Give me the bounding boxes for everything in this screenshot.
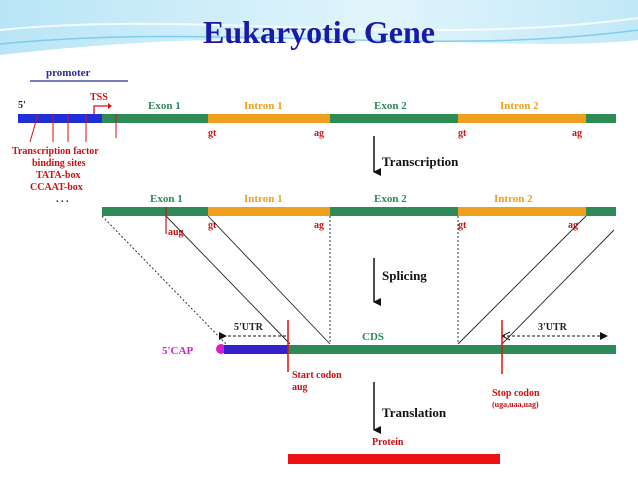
cap-dot [216,344,226,354]
pre-gt2-label: gt [458,220,467,231]
gene-intron2-label: Intron 2 [500,100,539,112]
transcription-label: Transcription [382,154,459,169]
promoter-note-1: Transcription factor [12,146,99,157]
gene-intron2-segment [458,114,586,123]
pre-ag1-label: ag [314,220,324,231]
tss-arrow [93,105,108,116]
splice-guide-6 [457,215,587,345]
protein-bar [288,454,500,464]
pre-intron2-label: Intron 2 [494,193,533,205]
gene-exon3-segment [586,114,616,123]
pre-exon2-label: Exon 2 [374,193,407,205]
start-codon-seq: aug [292,382,308,393]
gene-exon1-label: Exon 1 [148,100,181,112]
promoter-note-4: CCAAT-box [30,182,83,193]
tss-arrowhead [108,103,112,109]
start-codon-label: Start codon [292,370,342,381]
pre-exon3-segment [586,207,616,216]
five-prime-label: 5' [18,100,26,111]
translation-label: Translation [382,405,447,420]
tf-tick-1 [29,113,39,143]
stop-codon-seqs: (uga,uaa,uag) [492,400,539,409]
splice-guide-3 [207,215,331,345]
cap-label: 5'CAP [162,345,193,357]
promoter-segment [18,114,102,123]
gene-diagram: promoter 5' TSS Exon 1 Intron 1 Exon 2 I… [8,62,630,472]
splice-guide-7 [501,229,615,345]
pre-exon2-segment [330,207,458,216]
pre-aug-label: aug [168,227,184,238]
gene-gt2-label: gt [458,128,467,139]
pre-exon1-label: Exon 1 [150,193,183,205]
pre-intron2-segment [458,207,586,216]
tss-label: TSS [90,92,108,103]
background-swoosh [0,0,638,55]
gene-intron1-segment [208,114,330,123]
gene-ag2-label: ag [572,128,582,139]
promoter-note-2: binding sites [32,158,86,169]
splice-guide-2 [165,215,291,345]
promoter-note-3: TATA-box [36,170,80,181]
gene-intron1-label: Intron 1 [244,100,283,112]
gene-diagram-svg: promoter 5' TSS Exon 1 Intron 1 Exon 2 I… [12,67,616,464]
gene-gt1-label: gt [208,128,217,139]
pre-intron1-label: Intron 1 [244,193,283,205]
gene-ag1-label: ag [314,128,324,139]
stop-codon-label: Stop codon [492,388,540,399]
utr3-arrowhead-right [600,332,608,340]
splice-guide-1 [101,215,227,345]
cds-segment [288,345,616,354]
cds-label: CDS [362,331,384,343]
pre-intron1-segment [208,207,330,216]
promoter-note-5: . . . [56,194,69,205]
gene-exon2-label: Exon 2 [374,100,407,112]
promoter-label: promoter [46,67,91,79]
gene-exon2-segment [330,114,458,123]
utr5-label: 5'UTR [234,322,264,333]
utr5-segment [224,345,288,354]
utr3-label: 3'UTR [538,322,568,333]
pre-ag2-label: ag [568,220,578,231]
protein-label: Protein [372,437,404,448]
pre-exon1-segment [102,207,208,216]
slide-title: Eukaryotic Gene [203,14,435,50]
pre-gt1-label: gt [208,220,217,231]
splicing-label: Splicing [382,268,427,283]
gene-exon1-segment [102,114,208,123]
